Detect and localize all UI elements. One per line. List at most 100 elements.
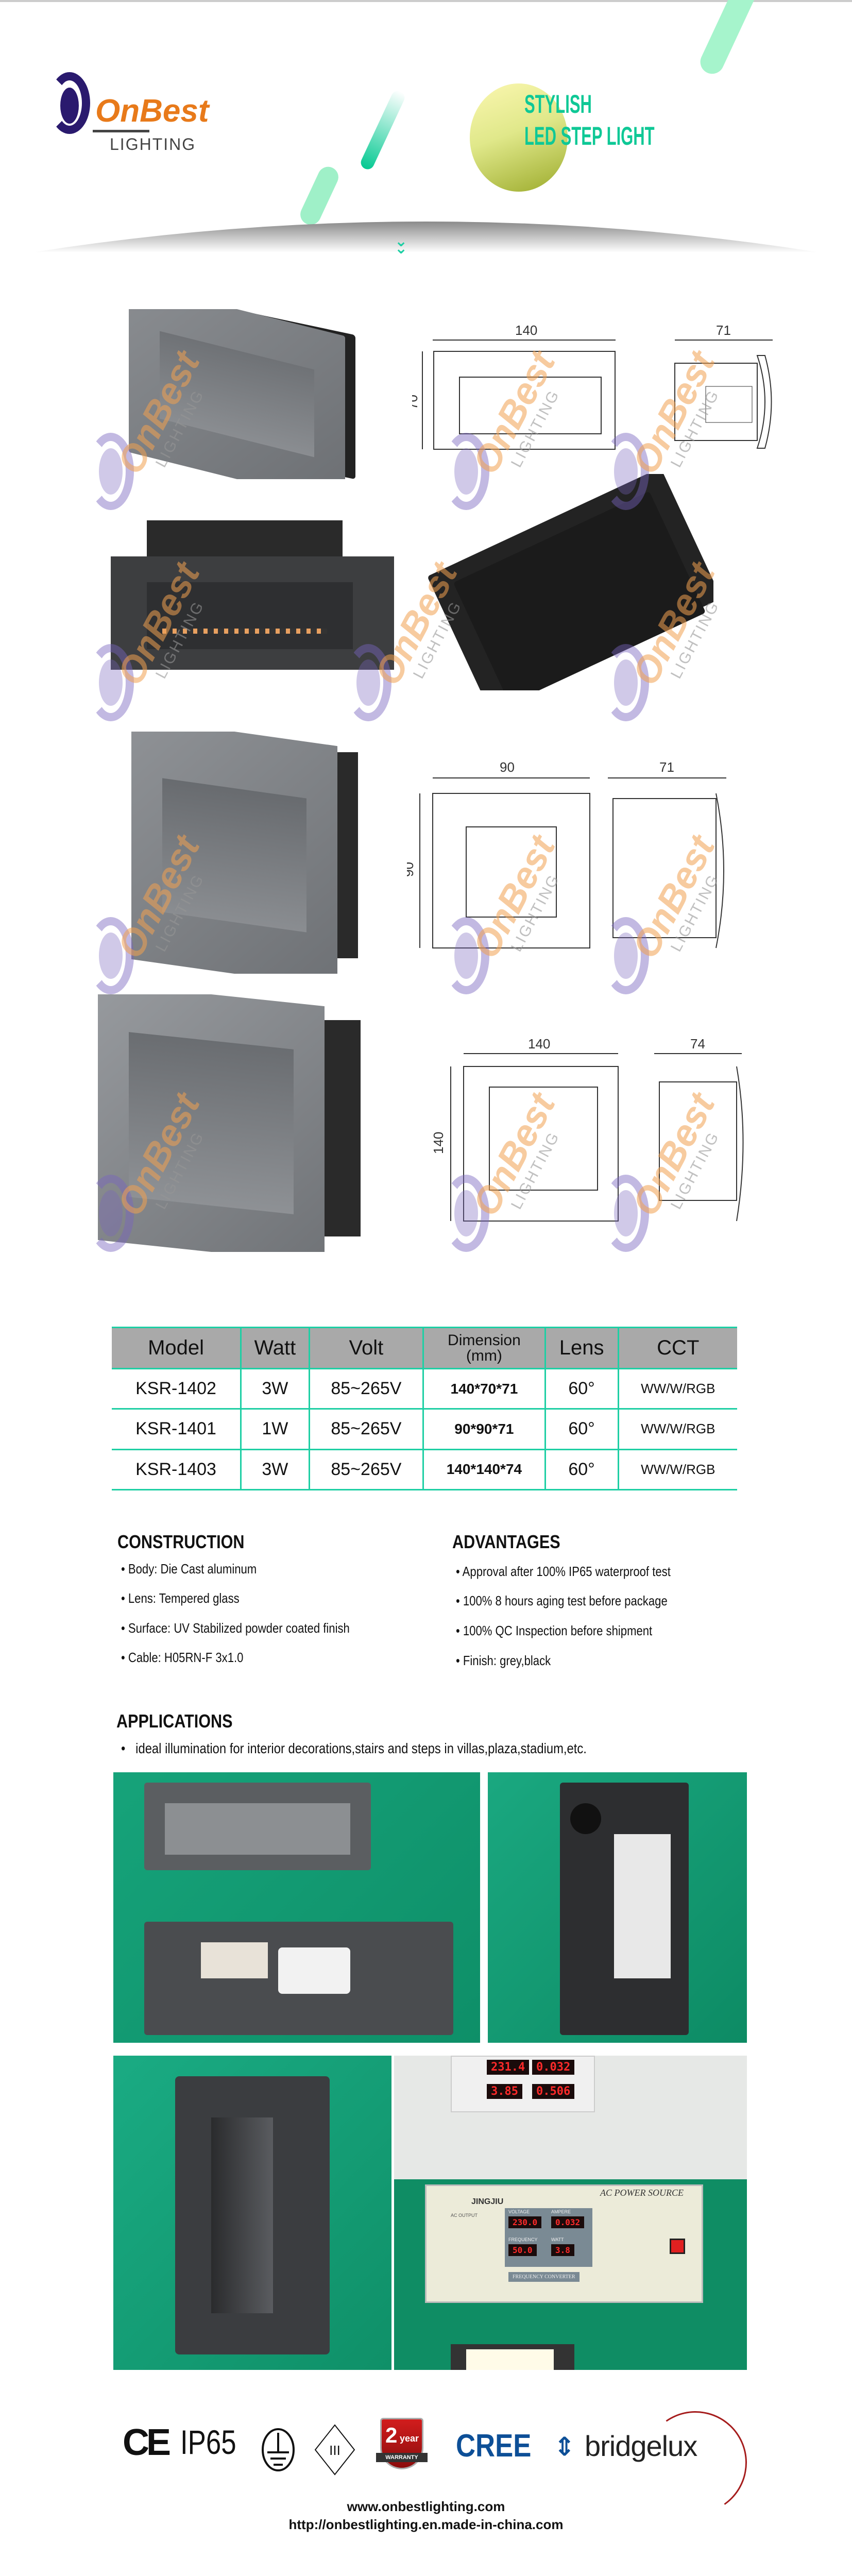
svg-text:140: 140	[515, 323, 537, 338]
advantage-item: • Finish: grey,black	[456, 1653, 551, 1668]
cell-model: KSR-1402	[112, 1368, 242, 1409]
col-dimension-label: Dimension	[448, 1331, 521, 1349]
led-strip	[162, 629, 327, 634]
display-frequency: 50.0	[508, 2244, 537, 2256]
cert-ip65: IP65	[180, 2423, 236, 2461]
product-photo-ksr1402-back	[425, 474, 713, 690]
cell-dimension: 140*70*71	[422, 1368, 546, 1409]
construction-item: • Cable: H05RN-F 3x1.0	[121, 1650, 244, 1665]
col-dimension: Dimension(mm)	[422, 1327, 546, 1369]
device-title: AC POWER SOURCE	[600, 2188, 684, 2198]
cell-watt: 1W	[240, 1409, 310, 1450]
voltage-label: VOLTAGE	[508, 2209, 530, 2214]
earth-ground-icon	[262, 2428, 295, 2471]
applications-text: • ideal illumination for interior decora…	[121, 1740, 587, 1756]
svg-text:140: 140	[528, 1036, 550, 1052]
brand-logo[interactable]: OnBest LIGHTING	[49, 72, 327, 160]
brand-name: OnBest	[95, 93, 209, 129]
footer-url-website[interactable]: www.onbestlighting.com	[347, 2499, 505, 2514]
col-dimension-unit: (mm)	[466, 1347, 502, 1364]
ac-output-label: AC OUTPUT	[451, 2213, 478, 2218]
class-iii-icon: III	[314, 2424, 355, 2476]
advantage-item: • 100% 8 hours aging test before package	[456, 1593, 668, 1608]
advantage-item: • Approval after 100% IP65 waterproof te…	[456, 1564, 671, 1579]
warranty-badge: 2 year WARRANTY	[376, 2418, 428, 2475]
bridgelux-logo: bridgelux	[585, 2430, 697, 2462]
cell-watt: 3W	[240, 1368, 310, 1409]
photo-back-label	[488, 1772, 747, 2043]
dimension-drawing-front-2: 90 90	[407, 759, 590, 948]
dimension-drawing-front-3: 140 140	[433, 1036, 619, 1222]
header-arc-shadow	[0, 222, 852, 273]
double-chevron-down-icon[interactable]: ⌄⌄	[395, 232, 408, 258]
product-photo-ksr1402-led	[111, 520, 394, 670]
hero-title-line1: STYLISH	[524, 90, 592, 118]
footer-url-madeinchina[interactable]: http://onbestlighting.en.made-in-china.c…	[288, 2517, 564, 2532]
logo-underline	[93, 130, 149, 132]
cree-logo: CREE	[456, 2428, 532, 2464]
advantage-item: • 100% QC Inspection before shipment	[456, 1623, 653, 1638]
product-photo-ksr1401	[131, 732, 363, 974]
photo-power-test: 231.4 0.032 3.85 0.506 JINGJIU AC POWER …	[394, 2056, 747, 2370]
spec-table: Model Watt Volt Dimension(mm) Lens CCT K…	[112, 1327, 737, 1490]
svg-text:90: 90	[500, 759, 515, 775]
col-watt: Watt	[240, 1327, 310, 1369]
col-volt: Volt	[308, 1327, 424, 1369]
cell-dimension: 140*140*74	[422, 1449, 546, 1490]
converter-label: FREQUENCY CONVERTER	[508, 2272, 580, 2282]
construction-heading: CONSTRUCTION	[117, 1531, 245, 1552]
cell-cct: WW/W/RGB	[617, 1368, 737, 1409]
cell-cct: WW/W/RGB	[617, 1409, 737, 1450]
advantages-heading: ADVANTAGES	[452, 1531, 560, 1552]
warranty-unit: year	[400, 2433, 419, 2444]
svg-text:III: III	[329, 2443, 340, 2458]
cell-volt: 85~265V	[308, 1449, 424, 1490]
frequency-label: FREQUENCY	[508, 2237, 538, 2242]
decor-stripe	[696, 0, 759, 78]
product-photo-ksr1402-front	[129, 309, 371, 479]
construction-item: • Surface: UV Stabilized powder coated f…	[121, 1620, 350, 1636]
col-lens: Lens	[544, 1327, 619, 1369]
construction-item: • Lens: Tempered glass	[121, 1590, 240, 1606]
display-voltage: 230.0	[508, 2216, 542, 2228]
dimension-drawing-side-2: 71	[608, 759, 726, 948]
warranty-label: WARRANTY	[376, 2453, 428, 2462]
meter-power: 3.85	[487, 2084, 522, 2099]
hero-title-line2: LED STEP LIGHT	[524, 122, 655, 150]
svg-text:70: 70	[412, 395, 420, 410]
watt-label: WATT	[551, 2237, 564, 2242]
cell-lens: 60°	[544, 1368, 619, 1409]
cree-mark-icon: ⇕	[554, 2432, 575, 2462]
svg-text:71: 71	[716, 323, 731, 338]
cell-lens: 60°	[544, 1449, 619, 1490]
logo-swirl-core	[60, 88, 79, 124]
cell-watt: 3W	[240, 1449, 310, 1490]
meter-current: 0.032	[532, 2060, 575, 2075]
hero-circle	[470, 83, 568, 192]
meter-pf: 0.506	[532, 2084, 575, 2099]
svg-text:90: 90	[407, 862, 416, 877]
cell-volt: 85~265V	[308, 1409, 424, 1450]
display-ampere: 0.032	[551, 2216, 585, 2228]
cell-lens: 60°	[544, 1409, 619, 1450]
meter-voltage: 231.4	[487, 2060, 530, 2075]
photo-lamp-lit	[113, 2056, 391, 2370]
col-model: Model	[112, 1327, 242, 1369]
cell-dimension: 90*90*71	[422, 1409, 546, 1450]
display-watt: 3.8	[551, 2244, 574, 2256]
cell-model: KSR-1403	[112, 1449, 242, 1490]
product-photo-ksr1403	[98, 994, 366, 1252]
photo-open-housing	[113, 1772, 480, 2043]
cell-volt: 85~265V	[308, 1368, 424, 1409]
svg-text:140: 140	[433, 1132, 446, 1154]
dimension-drawing-front-1: 140 70	[412, 323, 616, 450]
warranty-years: 2	[385, 2423, 398, 2447]
svg-text:74: 74	[690, 1036, 705, 1052]
decor-stripe	[359, 89, 407, 172]
ampere-label: AMPERE	[551, 2209, 571, 2214]
col-cct: CCT	[617, 1327, 737, 1369]
dimension-drawing-side-1: 71	[674, 323, 773, 449]
